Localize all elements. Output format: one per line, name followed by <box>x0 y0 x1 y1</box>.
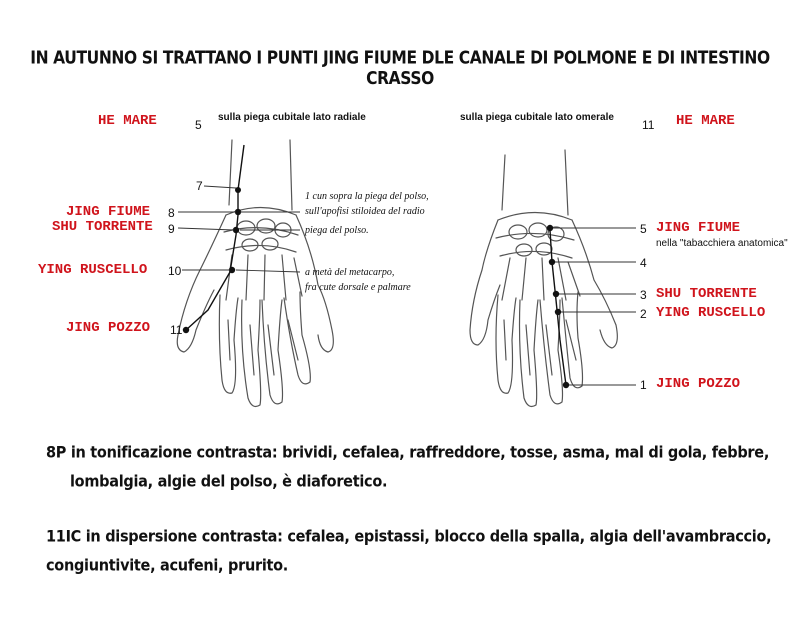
left-cubital-note: sulla piega cubitale lato radiale <box>218 112 366 123</box>
right-cubital-note: sulla piega cubitale lato omerale <box>460 112 614 123</box>
right-ying-ruscello-num: 2 <box>640 307 647 321</box>
left-ying-ruscello-label: YING RUSCELLO <box>38 262 148 278</box>
left-shu-torrente-num: 9 <box>168 222 175 236</box>
left-note-line2: sull'apofisi stiloidea del radio <box>305 206 425 217</box>
desc-11ic-line1: 11IC in dispersione contrasta: cefalea, … <box>46 528 772 546</box>
point-shu-torrente-3 <box>552 290 560 298</box>
left-note-metacarpo: a metà del metacarpo, <box>305 267 395 278</box>
left-note-piega: piega del polso. <box>305 225 369 236</box>
point-ying-ruscello-10 <box>228 266 236 274</box>
point-jing-fiume-5 <box>546 224 554 232</box>
right-hand-drawing <box>469 149 618 408</box>
right-shu-torrente-num: 3 <box>640 288 647 302</box>
point-4 <box>548 258 556 266</box>
desc-11ic-line2: congiuntivite, acufeni, prurito. <box>46 557 288 575</box>
right-ying-ruscello-label: YING RUSCELLO <box>656 305 766 321</box>
right-jing-fiume-label: JING FIUME <box>656 220 741 236</box>
right-jing-pozzo-label: JING POZZO <box>656 376 741 392</box>
left-jing-pozzo-label: JING POZZO <box>66 320 151 336</box>
right-jing-fiume-note: nella "tabacchiera anatomica" <box>656 238 788 249</box>
left-jing-pozzo-num: 11 <box>170 323 183 337</box>
right-num-4: 4 <box>640 256 647 270</box>
left-jing-fiume-label: JING FIUME <box>66 204 151 220</box>
right-shu-torrente-label: SHU TORRENTE <box>656 286 757 302</box>
right-he-mare-label: HE MARE <box>676 113 735 129</box>
left-shu-torrente-label: SHU TORRENTE <box>52 219 153 235</box>
large-intestine-meridian-line <box>549 229 567 386</box>
page-title: IN AUTUNNO SI TRATTANO I PUNTI JING FIUM… <box>30 47 770 89</box>
left-he-mare-num: 5 <box>195 118 202 132</box>
desc-8p-line2: lombalgia, algie del polso, è diaforetic… <box>70 473 388 491</box>
point-ying-ruscello-2 <box>554 308 562 316</box>
point-shu-torrente-9 <box>232 226 240 234</box>
desc-8p-line1: 8P in tonificazione contrasta: brividi, … <box>46 444 770 462</box>
left-he-mare-label: HE MARE <box>98 113 157 129</box>
left-num-7: 7 <box>196 179 203 193</box>
point-jing-pozzo-11 <box>182 326 190 334</box>
point-jing-pozzo-1 <box>562 381 570 389</box>
right-he-mare-num: 11 <box>642 118 655 132</box>
point-jing-fiume-8 <box>234 208 242 216</box>
right-jing-pozzo-num: 1 <box>640 378 647 392</box>
left-note-line1: 1 cun sopra la piega del polso, <box>305 191 429 202</box>
right-jing-fiume-num: 5 <box>640 222 647 236</box>
left-ying-ruscello-num: 10 <box>168 264 182 278</box>
left-note-cute: fra cute dorsale e palmare <box>305 282 411 293</box>
left-jing-fiume-num: 8 <box>168 206 175 220</box>
point-7 <box>235 187 241 193</box>
